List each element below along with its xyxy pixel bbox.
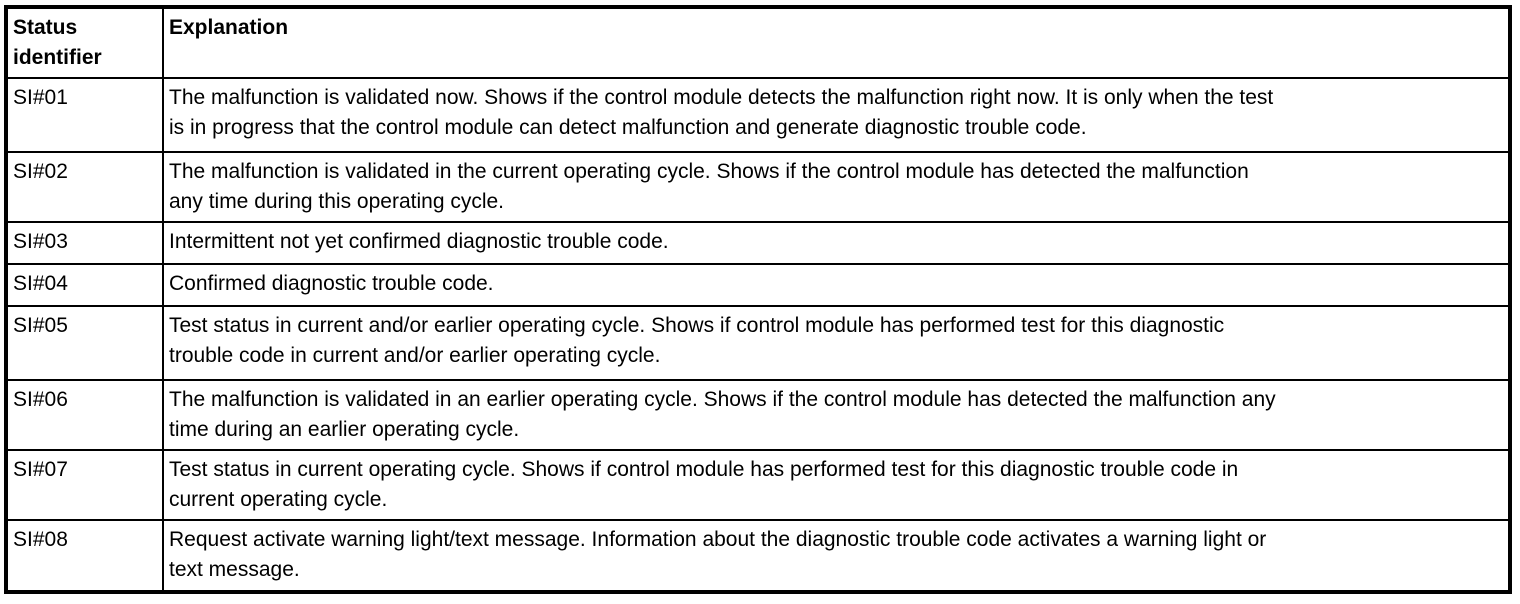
status-id-cell: SI#03 bbox=[5, 221, 164, 265]
explanation-cell: Request activate warning light/text mess… bbox=[162, 519, 1511, 593]
table-row-si06: SI#06 The malfunction is validated in an… bbox=[5, 379, 1511, 451]
status-id-cell: SI#08 bbox=[5, 519, 164, 593]
column-header-explanation: Explanation bbox=[162, 6, 1511, 79]
explanation-cell: The malfunction is validated in the curr… bbox=[162, 151, 1511, 223]
table-row-si01: SI#01 The malfunction is validated now. … bbox=[5, 77, 1511, 153]
explanation-cell: The malfunction is validated in an earli… bbox=[162, 379, 1511, 451]
column-header-status-identifier: Status identifier bbox=[5, 6, 164, 79]
explanation-cell: Intermittent not yet confirmed diagnosti… bbox=[162, 221, 1511, 265]
table-row-si08: SI#08 Request activate warning light/tex… bbox=[5, 519, 1511, 593]
explanation-cell: The malfunction is validated now. Shows … bbox=[162, 77, 1511, 153]
status-id-cell: SI#02 bbox=[5, 151, 164, 223]
status-id-cell: SI#05 bbox=[5, 305, 164, 381]
header-row: Status identifier Explanation bbox=[5, 6, 1511, 79]
status-id-cell: SI#01 bbox=[5, 77, 164, 153]
status-id-cell: SI#06 bbox=[5, 379, 164, 451]
table-row-si03: SI#03 Intermittent not yet confirmed dia… bbox=[5, 221, 1511, 265]
explanation-cell: Confirmed diagnostic trouble code. bbox=[162, 263, 1511, 307]
table-row-si07: SI#07 Test status in current operating c… bbox=[5, 449, 1511, 521]
status-identifier-table: Status identifier Explanation SI#01 The … bbox=[4, 5, 1512, 594]
status-id-cell: SI#04 bbox=[5, 263, 164, 307]
status-id-cell: SI#07 bbox=[5, 449, 164, 521]
explanation-cell: Test status in current operating cycle. … bbox=[162, 449, 1511, 521]
table-row-si04: SI#04 Confirmed diagnostic trouble code. bbox=[5, 263, 1511, 307]
table-row-si02: SI#02 The malfunction is validated in th… bbox=[5, 151, 1511, 223]
explanation-cell: Test status in current and/or earlier op… bbox=[162, 305, 1511, 381]
table-row-si05: SI#05 Test status in current and/or earl… bbox=[5, 305, 1511, 381]
